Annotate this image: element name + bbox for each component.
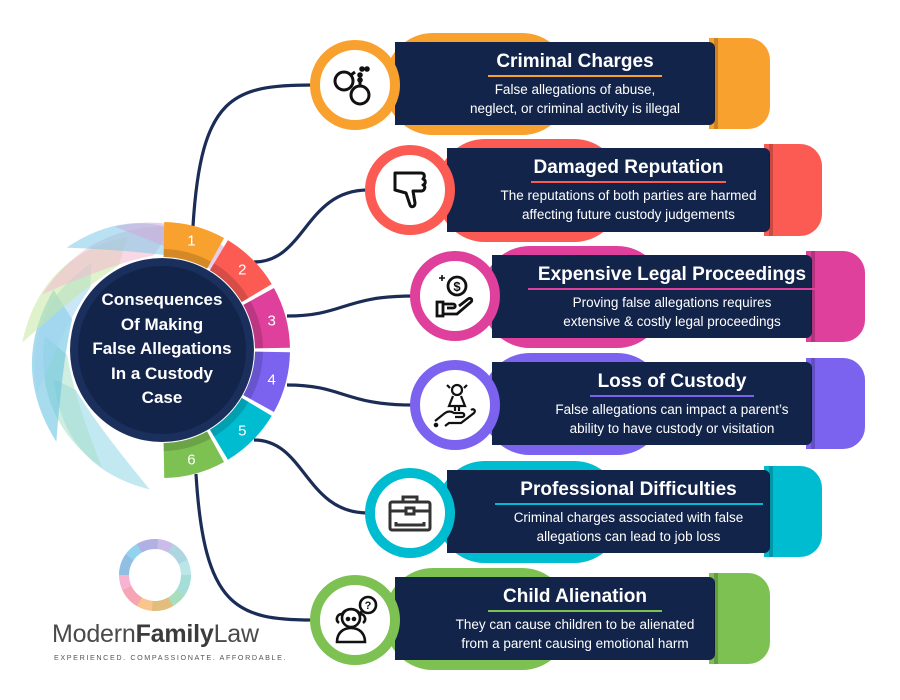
card-accent-tab bbox=[709, 38, 770, 129]
center-circle bbox=[78, 266, 246, 434]
connector-line bbox=[194, 473, 314, 622]
card-title-underline bbox=[488, 610, 662, 612]
card-title-underline bbox=[494, 503, 763, 505]
card-icon-circle bbox=[365, 145, 455, 235]
ring-segment-4 bbox=[243, 351, 290, 413]
svg-text:?: ? bbox=[365, 600, 372, 612]
card-icon-circle: ? bbox=[310, 575, 400, 665]
card-icon-circle bbox=[365, 468, 455, 558]
card-icon-circle bbox=[410, 360, 500, 450]
card-body bbox=[395, 577, 715, 660]
card-description: The reputations of both parties are harm… bbox=[487, 186, 770, 224]
card-description-line: The reputations of both parties are harm… bbox=[500, 188, 757, 203]
connector-line bbox=[253, 438, 369, 515]
card-description-line: ability to have custody or visitation bbox=[569, 421, 775, 436]
connector-line bbox=[191, 83, 314, 227]
card-description: False allegations can impact a parent’s … bbox=[532, 400, 812, 438]
card-tab-divider bbox=[714, 38, 718, 129]
card-description-line: Proving false allegations requires bbox=[572, 295, 772, 310]
ring-segment-6 bbox=[163, 431, 225, 478]
ring-segment-number: 2 bbox=[238, 262, 246, 279]
ring-segment-number: 3 bbox=[267, 313, 275, 330]
card-description: Proving false allegations requires exten… bbox=[532, 293, 812, 331]
card-icon-circle bbox=[310, 40, 400, 130]
center-title: Consequences Of Making False Allegations… bbox=[82, 288, 242, 411]
card-accent-tab bbox=[764, 144, 822, 236]
ring-segment-shade bbox=[163, 249, 211, 269]
card-title: Loss of Custody bbox=[597, 371, 747, 392]
card-title: Damaged Reputation bbox=[533, 157, 724, 178]
card-title-underline bbox=[527, 288, 817, 290]
card-description: They can cause children to be alienated … bbox=[435, 615, 715, 653]
card-tab-divider bbox=[714, 573, 718, 664]
center-title-line: Consequences bbox=[101, 290, 223, 309]
logo-word-family: Family bbox=[135, 620, 214, 648]
center-title-line: Case bbox=[141, 388, 183, 407]
ring-segment-1 bbox=[163, 222, 225, 269]
center-title-line: Of Making bbox=[120, 314, 204, 334]
card-tab-divider bbox=[811, 358, 815, 449]
card-title-underline bbox=[531, 181, 726, 183]
logo-tagline: EXPERIENCED. COMPASSIONATE. AFFORDABLE. bbox=[54, 653, 288, 662]
ring-segment-shade bbox=[163, 431, 211, 451]
card-description: False allegations of abuse, neglect, or … bbox=[435, 80, 715, 118]
logo-mark bbox=[118, 538, 192, 612]
card-title: Expensive Legal Proceedings bbox=[537, 264, 807, 285]
card-tab-divider bbox=[811, 251, 815, 342]
svg-text:$: $ bbox=[453, 279, 461, 294]
numbered-ring: 1 2 3 4 5 6 bbox=[163, 222, 290, 478]
card-title: Criminal Charges bbox=[496, 51, 654, 72]
logo-petal bbox=[168, 543, 192, 596]
ring-segment-shade bbox=[209, 263, 249, 303]
ring-segment-number: 6 bbox=[187, 452, 195, 469]
ring-segment-2 bbox=[209, 240, 272, 303]
card-description-line: They can cause children to be alienated bbox=[455, 617, 695, 632]
ring-segment-3 bbox=[243, 287, 290, 349]
card-description: Criminal charges associated with false a… bbox=[487, 508, 770, 546]
card-body bbox=[447, 148, 770, 232]
card-description-line: from a parent causing emotional harm bbox=[461, 636, 689, 651]
ring-segment-shade bbox=[243, 351, 263, 399]
card-accent-tab bbox=[806, 251, 865, 342]
card-description-line: neglect, or criminal activity is illegal bbox=[469, 101, 681, 116]
card-accent-tab bbox=[764, 466, 822, 557]
card-description-line: Criminal charges associated with false bbox=[513, 510, 744, 525]
card-description-line: affecting future custody judgements bbox=[522, 207, 735, 222]
ring-segment-number: 5 bbox=[238, 422, 246, 439]
ring-segment-number: 4 bbox=[267, 371, 275, 388]
card-body bbox=[492, 255, 812, 338]
logo-word-law: Law bbox=[213, 620, 259, 648]
card-title: Child Alienation bbox=[503, 586, 647, 607]
card-tab-divider bbox=[769, 144, 773, 236]
card-title-underline bbox=[590, 395, 754, 397]
connector-line bbox=[286, 383, 414, 407]
ring-segment-shade bbox=[243, 301, 263, 349]
card-body bbox=[492, 362, 812, 445]
ring-segment-shade bbox=[209, 397, 249, 437]
card-title: Professional Difficulties bbox=[520, 479, 737, 500]
connector-lines bbox=[191, 83, 414, 622]
card-description-line: allegations can lead to job loss bbox=[536, 529, 721, 544]
card-body bbox=[447, 470, 770, 553]
logo-wordmark: ModernFamilyLaw bbox=[52, 620, 259, 649]
card-accent-tab bbox=[709, 573, 770, 664]
card-body bbox=[395, 42, 715, 125]
card-tab-divider bbox=[769, 466, 773, 557]
ring-segment-5 bbox=[209, 397, 272, 460]
connector-line bbox=[286, 294, 414, 318]
card-description-line: False allegations of abuse, bbox=[494, 82, 656, 97]
logo-word-modern: Modern bbox=[52, 620, 136, 648]
connector-line bbox=[253, 188, 369, 264]
card-accent-tab bbox=[806, 358, 865, 449]
card-title-underline bbox=[488, 75, 662, 77]
ring-segment-number: 1 bbox=[187, 232, 195, 249]
card-description-line: extensive & costly legal proceedings bbox=[563, 314, 781, 329]
card-icon-circle: $ bbox=[410, 251, 500, 341]
card-description-line: False allegations can impact a parent’s bbox=[555, 402, 789, 417]
center-title-line: False Allegations bbox=[92, 339, 232, 358]
center-title-line: In a Custody bbox=[110, 363, 213, 383]
